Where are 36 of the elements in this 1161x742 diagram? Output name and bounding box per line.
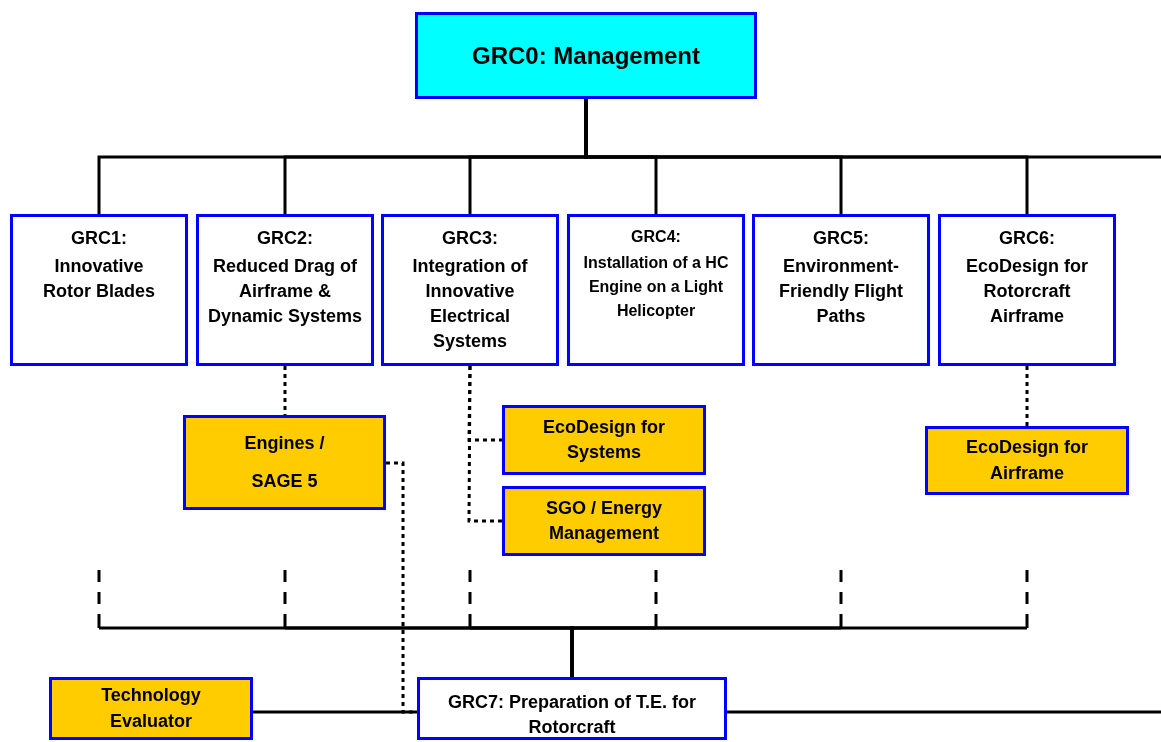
box-description: Installation of a HC Engine on a Light Helicopter (582, 253, 730, 321)
box-title: Engines / SAGE 5 (243, 431, 326, 493)
work-package-box (567, 214, 745, 366)
box-title: GRC0: Management (471, 40, 700, 71)
sub-task-box (502, 405, 706, 475)
sub-task-box (502, 486, 706, 556)
dotted-connector (467, 366, 502, 523)
connector-line (727, 710, 1161, 714)
box-heading: GRC4: (631, 227, 681, 247)
sub-task-box (49, 677, 253, 740)
box-description: Innovative Rotor Blades (42, 254, 156, 303)
box-description: Environment-Friendly Flight Paths (778, 254, 904, 328)
dotted-connector (1025, 366, 1029, 426)
box-description: Integration of Innovative Electrical Systems (411, 254, 529, 354)
work-package-box (10, 214, 188, 366)
work-package-box (417, 677, 727, 740)
box-title: Technology Evaluator (100, 684, 202, 733)
connector-line (253, 710, 417, 714)
box-heading: GRC6: (999, 227, 1055, 250)
sub-task-box (925, 426, 1129, 495)
work-package-box (381, 214, 559, 366)
box-heading: GRC3: (442, 227, 498, 250)
box-description: Reduced Drag of Airframe & Dynamic Systems (207, 254, 363, 328)
box-title: EcoDesign for Systems (542, 415, 666, 464)
box-heading: GRC5: (813, 227, 869, 250)
work-package-box (196, 214, 374, 366)
box-description: EcoDesign for Rotorcraft Airframe (965, 254, 1089, 328)
box-heading: GRC2: (257, 227, 313, 250)
box-heading: GRC1: (71, 227, 127, 250)
sub-task-box (183, 415, 386, 510)
box-title: SGO / Energy Management (544, 496, 663, 545)
work-package-box (752, 214, 930, 366)
work-package-box (938, 214, 1116, 366)
box-title: EcoDesign for Airframe (965, 436, 1089, 485)
box-title: GRC7: Preparation of T.E. for Rotorcraft (447, 691, 697, 740)
management-box (415, 12, 757, 99)
